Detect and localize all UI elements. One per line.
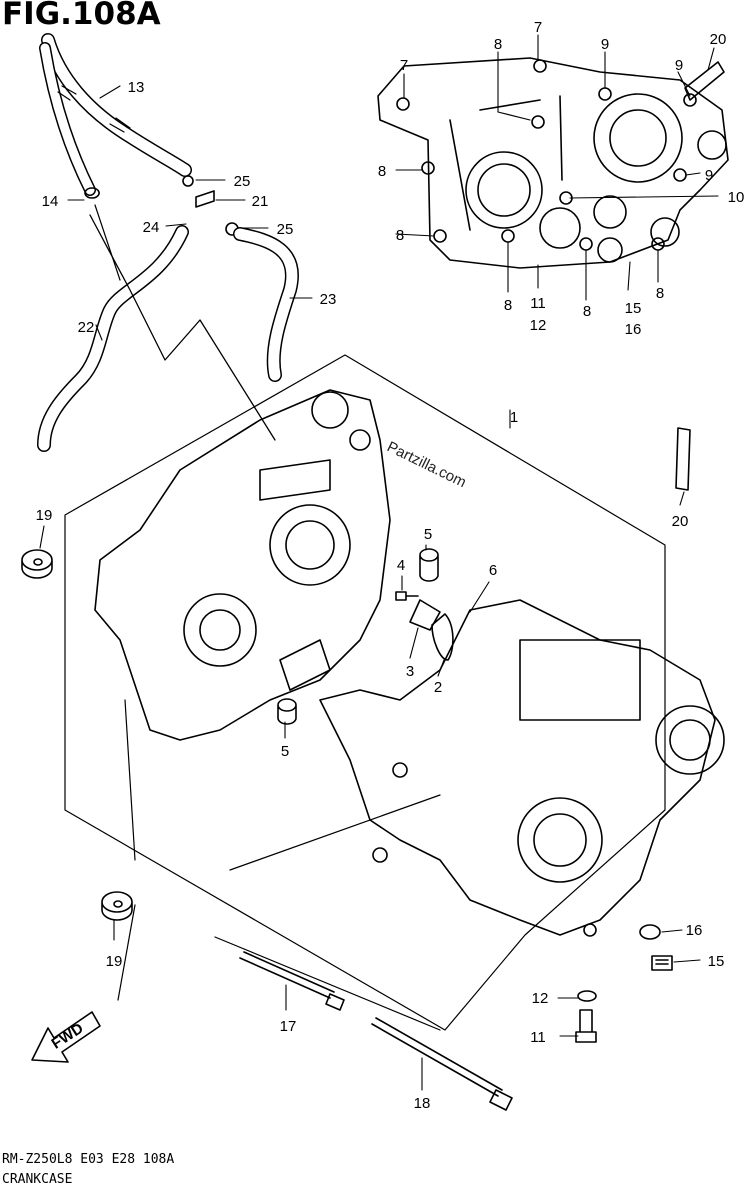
callout-8: 8	[583, 303, 591, 320]
callout-19: 19	[36, 507, 53, 524]
plate-20	[684, 61, 725, 101]
callout-12: 12	[532, 990, 549, 1007]
callout-8: 8	[494, 36, 502, 53]
callout-16: 16	[625, 321, 642, 338]
dowel-pin-5b	[277, 698, 297, 725]
clamp-14	[84, 187, 100, 199]
callout-12: 12	[530, 317, 547, 334]
fwd-arrow-icon: FWD	[31, 1011, 101, 1063]
callout-1: 1	[510, 409, 518, 426]
callout-2: 2	[434, 679, 442, 696]
three-way-joint-21	[195, 190, 215, 208]
breather-hose-22	[37, 225, 189, 452]
clip-25a	[182, 175, 194, 187]
callout-20: 20	[672, 513, 689, 530]
callout-3: 3	[406, 663, 414, 680]
callout-4: 4	[397, 557, 405, 574]
crankcase-inner-view	[377, 57, 729, 269]
callout-18: 18	[414, 1095, 431, 1112]
breather-hose-13	[39, 33, 192, 196]
footer-name: CRANKCASE	[2, 1172, 73, 1187]
callout-19: 19	[106, 953, 123, 970]
figure-title: FIG.108A	[2, 0, 161, 32]
screw-4	[395, 591, 419, 601]
callout-8: 8	[378, 163, 386, 180]
callout-8: 8	[396, 227, 404, 244]
breather-hose-23	[233, 227, 299, 382]
callout-11: 11	[530, 1029, 546, 1046]
callout-8: 8	[656, 285, 664, 302]
callout-7: 7	[534, 19, 542, 36]
callout-25: 25	[234, 173, 251, 190]
callout-7: 7	[400, 57, 408, 74]
callout-17: 17	[280, 1018, 297, 1035]
seal-19a	[21, 549, 53, 579]
bolt-17	[239, 951, 345, 1011]
callout-9: 9	[705, 167, 713, 184]
callout-5: 5	[424, 526, 432, 543]
watermark: Partzilla.com	[384, 438, 469, 491]
callout-9: 9	[675, 57, 683, 74]
callout-13: 13	[128, 79, 145, 96]
washer-12	[577, 990, 597, 1002]
drain-plug-15	[651, 955, 673, 971]
plate-3	[409, 599, 441, 631]
callout-22: 22	[78, 319, 95, 336]
crankcase-right-half	[319, 599, 725, 937]
callout-16: 16	[686, 922, 703, 939]
callout-25: 25	[277, 221, 294, 238]
callout-11: 11	[530, 295, 546, 312]
bolt-18	[371, 1017, 513, 1111]
bolt-11	[575, 1009, 597, 1043]
callout-20: 20	[710, 31, 727, 48]
callout-24: 24	[143, 219, 160, 236]
callout-6: 6	[489, 562, 497, 579]
gasket-2	[431, 613, 454, 661]
callout-10: 10	[728, 189, 745, 206]
callout-15: 15	[625, 300, 642, 317]
washer-16	[639, 924, 661, 940]
dowel-pin-5a	[419, 548, 439, 582]
callout-9: 9	[601, 36, 609, 53]
plate-20b	[675, 427, 691, 491]
callout-23: 23	[320, 291, 337, 308]
crankcase-left-half	[94, 389, 391, 741]
callout-8: 8	[504, 297, 512, 314]
callout-14: 14	[42, 193, 59, 210]
seal-19b	[101, 891, 133, 921]
footer-code: RM-Z250L8 E03 E28 108A	[2, 1152, 175, 1167]
callout-5: 5	[281, 743, 289, 760]
callout-15: 15	[708, 953, 725, 970]
callout-21: 21	[252, 193, 269, 210]
